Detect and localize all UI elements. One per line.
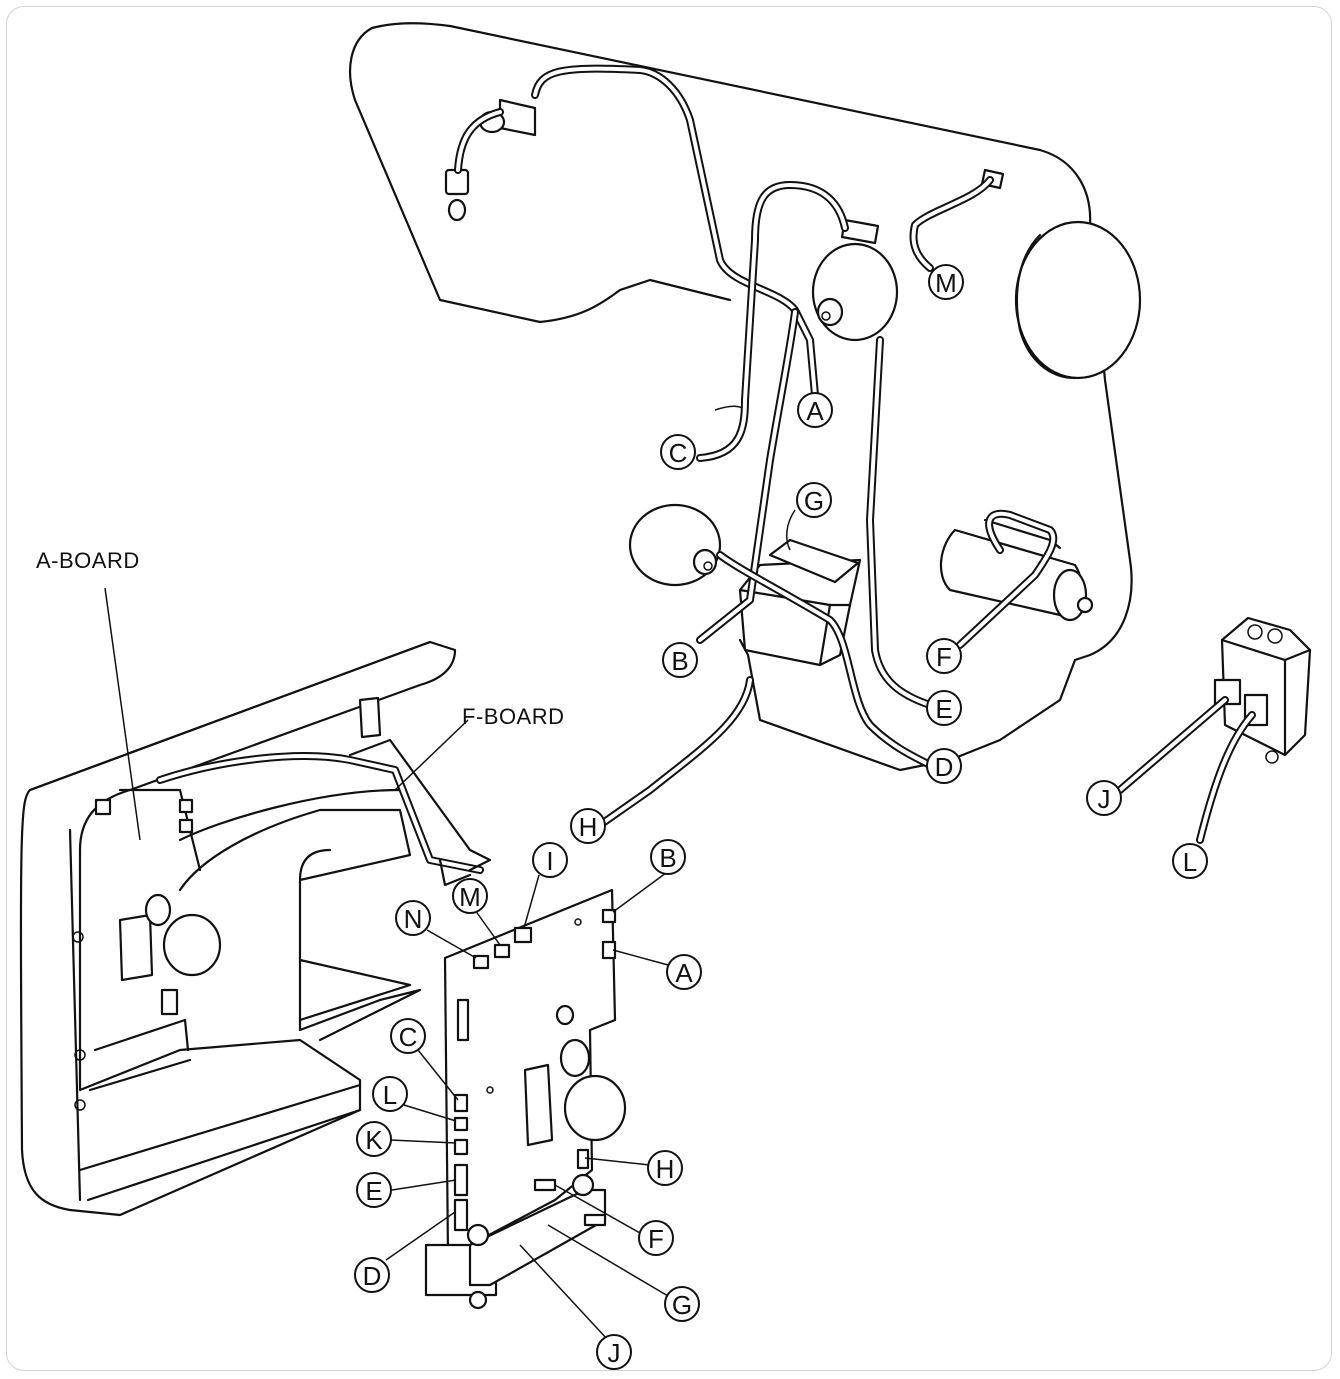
callout-letter: M bbox=[459, 882, 481, 912]
callout-letter: E bbox=[935, 694, 952, 724]
callout-d: D bbox=[926, 748, 962, 784]
callout-circle bbox=[796, 482, 832, 518]
pulley-right bbox=[1014, 220, 1142, 380]
callout-m: M bbox=[452, 878, 488, 914]
callout-g: G bbox=[664, 1286, 700, 1322]
callout-letter: D bbox=[935, 752, 954, 782]
callout-letter: G bbox=[804, 486, 824, 516]
callout-letter: C bbox=[669, 438, 688, 468]
callout-i: I bbox=[532, 842, 568, 878]
callout-e: E bbox=[926, 690, 962, 726]
callout-a: A bbox=[666, 954, 702, 990]
callout-circle bbox=[395, 900, 431, 936]
front-housing bbox=[19, 640, 492, 1217]
callout-l: L bbox=[1172, 843, 1208, 879]
callout-letter: D bbox=[363, 1261, 382, 1291]
callout-d: D bbox=[354, 1257, 390, 1293]
callout-letter: N bbox=[404, 904, 423, 934]
callout-letter: M bbox=[935, 268, 957, 298]
callout-n: N bbox=[395, 900, 431, 936]
callout-circle bbox=[570, 808, 606, 844]
callout-letter: A bbox=[806, 396, 824, 426]
callout-j: J bbox=[596, 1334, 632, 1370]
callout-l: L bbox=[372, 1076, 408, 1112]
lamp-assembly bbox=[444, 98, 1005, 245]
callout-j: J bbox=[1086, 780, 1122, 816]
callout-letter: J bbox=[1098, 784, 1111, 814]
callout-letter: G bbox=[672, 1290, 692, 1320]
callout-letter: L bbox=[383, 1080, 397, 1110]
callout-circle bbox=[666, 954, 702, 990]
callout-k: K bbox=[356, 1121, 392, 1157]
callout-letter: A bbox=[675, 958, 693, 988]
callout-letter: F bbox=[648, 1224, 664, 1254]
callout-letter: B bbox=[671, 646, 688, 676]
callout-circle bbox=[928, 264, 964, 300]
callout-b: B bbox=[662, 642, 698, 678]
dc-motor bbox=[939, 518, 1094, 622]
callout-circle bbox=[650, 839, 686, 875]
diagram-frame bbox=[6, 6, 1332, 1371]
callout-letter: E bbox=[365, 1176, 382, 1206]
callout-circle bbox=[662, 642, 698, 678]
callout-circle bbox=[660, 434, 696, 470]
callout-circle bbox=[596, 1334, 632, 1370]
callout-letter: L bbox=[1183, 847, 1197, 877]
callout-circle bbox=[647, 1150, 683, 1186]
callout-letter: C bbox=[399, 1022, 418, 1052]
callout-g: G bbox=[796, 482, 832, 518]
callout-f: F bbox=[638, 1220, 674, 1256]
callout-circle bbox=[390, 1018, 426, 1054]
callout-circle bbox=[926, 748, 962, 784]
callout-circle bbox=[354, 1257, 390, 1293]
callout-b: B bbox=[650, 839, 686, 875]
callout-a: A bbox=[797, 392, 833, 428]
callout-circle bbox=[926, 638, 962, 674]
callout-circle bbox=[1172, 843, 1208, 879]
callout-h: H bbox=[570, 808, 606, 844]
callout-circle bbox=[532, 842, 568, 878]
callout-circle bbox=[452, 878, 488, 914]
leader-lines bbox=[104, 587, 671, 1341]
callout-m: M bbox=[928, 264, 964, 300]
a-board-label: A-BOARD bbox=[36, 548, 140, 573]
callout-c: C bbox=[390, 1018, 426, 1054]
f-board-label: F-BOARD bbox=[462, 704, 565, 729]
callout-circle bbox=[664, 1286, 700, 1322]
callout-circle bbox=[356, 1172, 392, 1208]
wire-harness-upper bbox=[454, 64, 1058, 829]
power-switch-unit bbox=[1116, 616, 1312, 844]
callout-circle bbox=[638, 1220, 674, 1256]
callout-letter: J bbox=[608, 1338, 621, 1368]
callout-e: E bbox=[356, 1172, 392, 1208]
stepping-motor-upper bbox=[811, 242, 899, 342]
callout-letter: H bbox=[656, 1154, 675, 1184]
callout-circle bbox=[372, 1076, 408, 1112]
callout-letter: B bbox=[659, 843, 676, 873]
callout-letter: F bbox=[936, 642, 952, 672]
callout-circle bbox=[926, 690, 962, 726]
main-circuit-board bbox=[424, 888, 627, 1310]
callout-f: F bbox=[926, 638, 962, 674]
callout-letter: K bbox=[365, 1125, 383, 1155]
stepping-motor-lower bbox=[628, 503, 722, 587]
callout-letter: I bbox=[546, 846, 553, 876]
callout-circle bbox=[1086, 780, 1122, 816]
callout-circle bbox=[356, 1121, 392, 1157]
callout-circle bbox=[797, 392, 833, 428]
callout-c: C bbox=[660, 434, 696, 470]
callout-h: H bbox=[647, 1150, 683, 1186]
callout-letter: H bbox=[579, 812, 598, 842]
